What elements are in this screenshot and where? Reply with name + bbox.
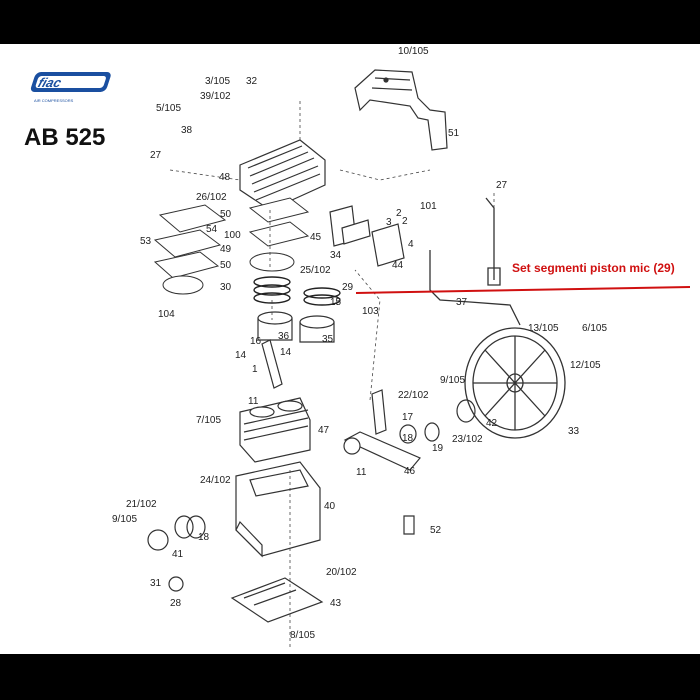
part-label: 19 [432,443,444,454]
annotation-underline [355,286,691,294]
part-label: 31 [150,578,162,589]
part-label: 29 [342,282,354,293]
part-label: 18 [198,532,210,543]
part-label: 25/102 [300,265,331,276]
pistons [257,311,335,343]
part-label: 26/102 [196,192,227,203]
part-label: 53 [140,236,152,247]
part-label: 101 [420,201,437,212]
part-label: 18 [402,433,414,444]
cylinder-block-part [239,397,311,463]
part-label: 49 [220,244,232,255]
svg-text:AIR COMPRESSORS: AIR COMPRESSORS [34,98,74,103]
part-label: 14 [280,347,292,358]
part-label: 9/105 [440,375,465,386]
drain-screw [403,515,415,535]
flywheel-part [464,327,566,439]
part-label: 52 [430,525,442,536]
part-label: 33 [568,426,580,437]
part-label: 104 [158,309,175,320]
part-label: 13/105 [528,323,559,334]
part-label: 27 [150,150,162,161]
part-label: 17 [402,412,414,423]
part-label: 27 [496,180,508,191]
part-label: 16 [250,336,262,347]
part-label: 20/102 [326,567,357,578]
part-label: 48 [219,172,231,183]
part-label: 32 [246,76,258,87]
part-label: 1 [252,364,258,375]
fan-cover-part [354,69,448,151]
part-label: 34 [330,250,342,261]
piston-rings [253,276,341,306]
part-label: 39/102 [200,91,231,102]
part-label: 5/105 [156,103,181,114]
base-cover-part [230,577,324,623]
part-label: 50 [220,209,232,220]
part-label: 37 [456,297,468,308]
delivery-pipe [429,197,521,326]
part-label: 7/105 [196,415,221,426]
part-label: 51 [448,128,460,139]
part-label: 22/102 [398,390,429,401]
valve-blocks [329,205,405,267]
diagram-canvas: fiac AIR COMPRESSORS AB 525 [0,44,700,654]
part-label: 11 [248,396,259,407]
crankshaft-part [261,339,421,471]
part-label: 21/102 [126,499,157,510]
part-label: 28 [170,598,182,609]
part-label: 2 [396,208,402,219]
left-seal-parts [147,515,206,592]
part-label: 3/105 [205,76,230,87]
part-label: 14 [235,350,247,361]
leader-lines [169,100,495,650]
part-label: 103 [362,306,379,317]
bottom-black-band [0,654,700,700]
part-label: 47 [318,425,330,436]
top-black-band [0,0,700,44]
part-label: 2 [402,216,408,227]
part-label: 15 [330,297,342,308]
model-title: AB 525 [24,124,106,151]
bearings [399,399,476,444]
part-label: 45 [310,232,322,243]
part-label: 3 [386,217,392,228]
part-label: 42 [486,418,498,429]
part-label: 41 [172,549,184,560]
part-label: 30 [220,282,232,293]
part-label: 12/105 [570,360,601,371]
part-label: 36 [278,331,290,342]
part-label: 50 [220,260,232,271]
svg-text:fiac: fiac [36,75,64,90]
part-label: 6/105 [582,323,607,334]
part-label: 11 [356,467,367,478]
part-label: 24/102 [200,475,231,486]
part-label: 40 [324,501,336,512]
valve-plates [153,197,310,295]
part-label: 43 [330,598,342,609]
part-label: 54 [206,224,218,235]
part-label: 9/105 [112,514,137,525]
part-label: 35 [322,334,334,345]
part-label: 8/105 [290,630,315,641]
part-label: 100 [224,230,241,241]
part-label: 23/102 [452,434,483,445]
brand-logo: fiac AIR COMPRESSORS [30,72,111,103]
part-label: 4 [408,239,414,250]
part-label: 46 [404,466,416,477]
piston-ring-set-note: Set segmenti piston mic (29) [512,261,675,275]
part-label: 44 [392,260,404,271]
crankcase-part [235,461,321,558]
part-label: 10/105 [398,46,429,57]
part-label: 38 [181,125,193,136]
